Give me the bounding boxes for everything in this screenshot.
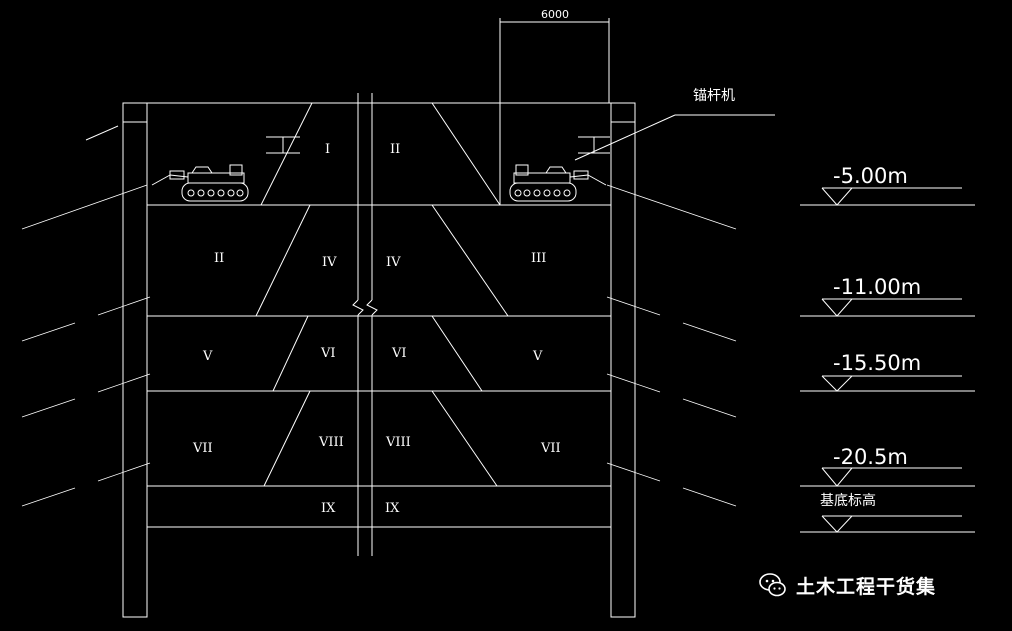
anchor-drill-rig-right — [509, 164, 607, 202]
watermark-text: 土木工程干货集 — [796, 575, 937, 598]
anchor-rods — [21, 184, 737, 507]
dimension-label: 6000 — [541, 8, 569, 21]
zone-label: IX — [321, 501, 336, 516]
struts — [266, 136, 610, 154]
machine-label: 锚杆机 — [693, 88, 735, 104]
zone-label: II — [390, 142, 400, 157]
zone-label: VI — [391, 346, 407, 361]
dimension-6000: 6000 — [499, 8, 610, 205]
elevation-marker: -5.00m — [800, 164, 975, 206]
elevation-label: -20.5m — [833, 445, 908, 469]
zone-label: IV — [322, 255, 337, 270]
zone-label: II — [214, 251, 224, 266]
zone-label: VII — [540, 441, 561, 456]
zone-label: IX — [385, 501, 400, 516]
left-retaining-wall — [122, 102, 148, 618]
zone-label: VII — [192, 441, 213, 456]
right-retaining-wall — [610, 102, 636, 618]
elevation-label: -11.00m — [833, 275, 921, 299]
elevation-label: 基底标高 — [820, 492, 876, 509]
zone-label: V — [532, 349, 543, 364]
wechat-icon — [759, 573, 786, 597]
slope-lines — [255, 102, 509, 487]
excavation-layer-lines — [147, 204, 611, 528]
zone-label: IV — [386, 255, 401, 270]
machine-callout: 锚杆机 — [574, 88, 775, 161]
watermark: 土木工程干货集 — [758, 570, 936, 600]
elevation-marker: -11.00m — [800, 275, 975, 317]
zone-labels: I II II III IV IV V VI VI V VII VIII VII… — [192, 142, 561, 516]
center-break-column — [352, 93, 378, 556]
anchor-drill-rig-left — [151, 164, 249, 202]
small-note-leader — [85, 125, 119, 141]
zone-label: III — [531, 251, 546, 266]
elevation-marker: -20.5m — [800, 445, 975, 487]
elevation-label: -5.00m — [833, 164, 908, 188]
elevation-label: -15.50m — [833, 351, 921, 375]
elevation-marker: 基底标高 — [800, 492, 975, 533]
zone-label: VIII — [385, 435, 411, 450]
zone-label: VIII — [318, 435, 344, 450]
zone-label: I — [325, 142, 330, 157]
zone-label: V — [202, 349, 213, 364]
elevation-marker: -15.50m — [800, 351, 975, 392]
zone-label: VI — [320, 346, 336, 361]
